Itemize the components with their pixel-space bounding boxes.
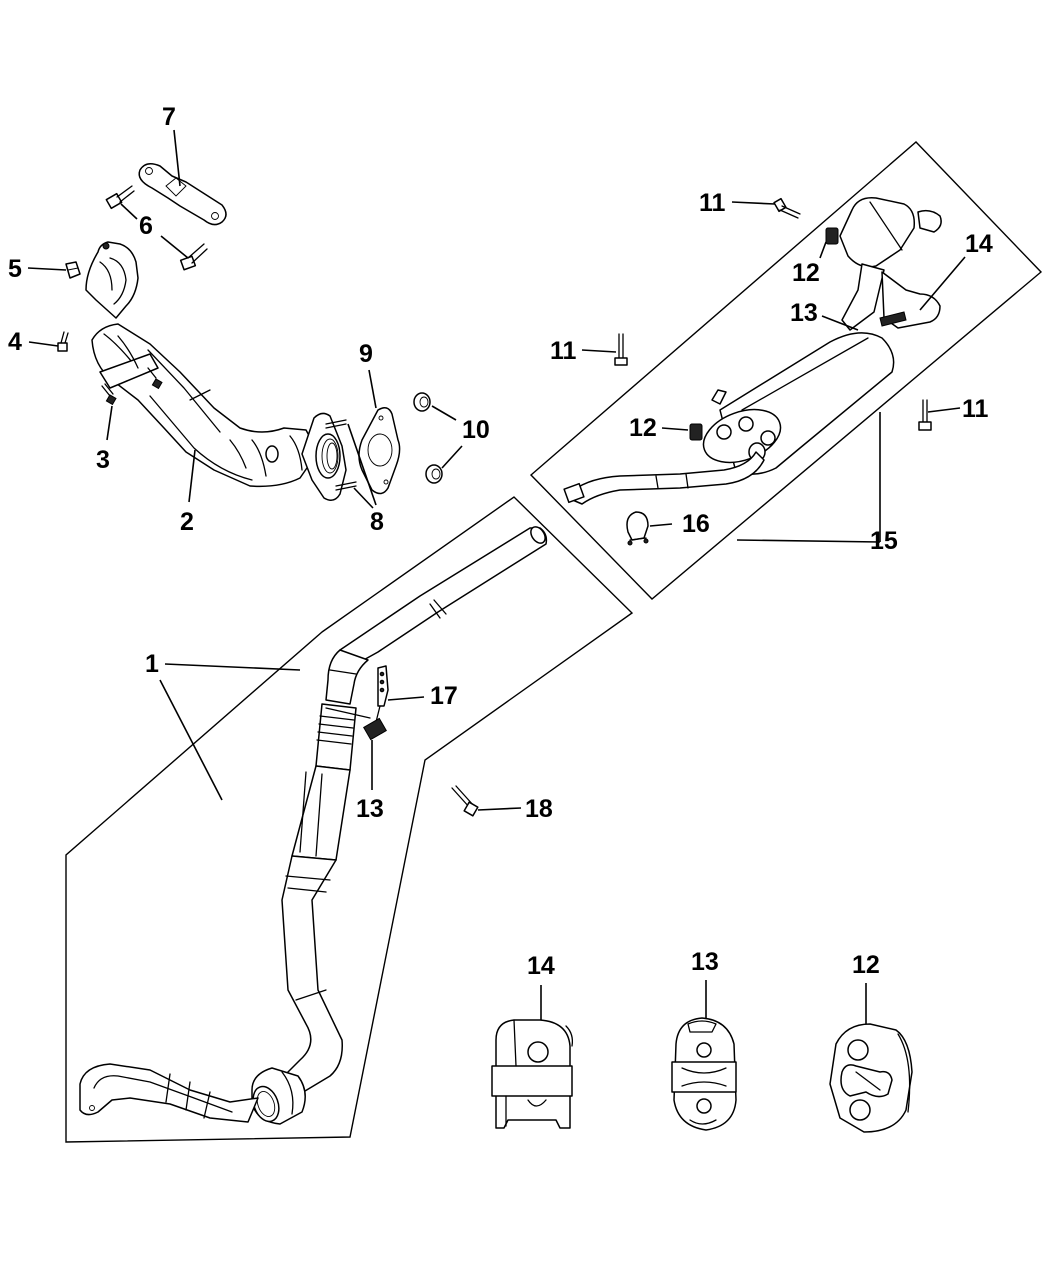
callout-18: 18: [525, 795, 553, 823]
callout-13-b: 13: [356, 795, 384, 823]
callout-12-b: 12: [629, 414, 657, 442]
hanger-isolator-part-14-installed[interactable]: [879, 311, 907, 327]
callout-10: 10: [462, 416, 490, 444]
bracket-part-7[interactable]: [138, 163, 227, 226]
callout-11-c: 11: [962, 395, 989, 423]
clamp-part-16[interactable]: [626, 511, 649, 546]
bolt-part-11-a[interactable]: [773, 197, 801, 219]
hanger-isolator-part-12-installed-a[interactable]: [825, 227, 839, 245]
leader-lines: [27, 129, 966, 1024]
hanger-bracket-part-17[interactable]: [325, 665, 389, 723]
callout-15: 15: [870, 527, 898, 555]
callout-3: 3: [96, 446, 110, 474]
hanger-isolator-part-12-detail[interactable]: [829, 1023, 913, 1133]
callout-13-a: 13: [790, 299, 818, 327]
front-exhaust-pipe-part-2[interactable]: [85, 241, 319, 488]
callout-12-a: 12: [792, 259, 820, 287]
hanger-isolator-part-12-installed-b[interactable]: [689, 423, 703, 441]
callout-5: 5: [8, 255, 22, 283]
hanger-isolator-part-13-detail[interactable]: [671, 1017, 737, 1131]
callout-8: 8: [370, 508, 384, 536]
callout-11-a: 11: [699, 189, 726, 217]
group-outline-muffler: [529, 141, 1043, 600]
nut-part-10-a[interactable]: [413, 392, 431, 412]
callout-14-b: 14: [527, 952, 555, 980]
studs-part-8[interactable]: [325, 419, 357, 491]
exhaust-pipe-part-1[interactable]: [79, 524, 548, 1125]
callout-14-a: 14: [965, 230, 993, 258]
nut-part-5[interactable]: [65, 261, 81, 279]
callout-4: 4: [8, 328, 22, 356]
callout-13-c: 13: [691, 948, 719, 976]
bolt-part-11-b[interactable]: [614, 333, 628, 366]
callout-1: 1: [145, 650, 159, 678]
callout-12-c: 12: [852, 951, 880, 979]
callout-16: 16: [682, 510, 710, 538]
callout-11-b: 11: [550, 337, 577, 365]
bolt-part-6-b[interactable]: [179, 243, 208, 271]
outlet-flange: [301, 412, 347, 501]
muffler-assembly-part-15[interactable]: [563, 197, 942, 505]
bolt-part-11-c[interactable]: [918, 399, 932, 431]
callout-7: 7: [162, 103, 176, 131]
callout-6: 6: [139, 212, 153, 240]
gasket-part-9[interactable]: [358, 407, 401, 495]
callout-17: 17: [430, 682, 458, 710]
bolt-part-6-a[interactable]: [105, 185, 135, 210]
nut-part-10-b[interactable]: [425, 464, 443, 484]
group-outline-exhaust-pipe: [65, 496, 634, 1143]
hanger-isolator-part-14-detail[interactable]: [491, 1019, 574, 1129]
hanger-isolator-part-13-installed[interactable]: [363, 717, 387, 741]
bolt-part-4[interactable]: [57, 331, 69, 352]
flange-bolts-part-3[interactable]: [101, 367, 163, 406]
callout-2: 2: [180, 508, 194, 536]
bolt-part-18[interactable]: [451, 785, 479, 817]
callout-9: 9: [359, 340, 373, 368]
